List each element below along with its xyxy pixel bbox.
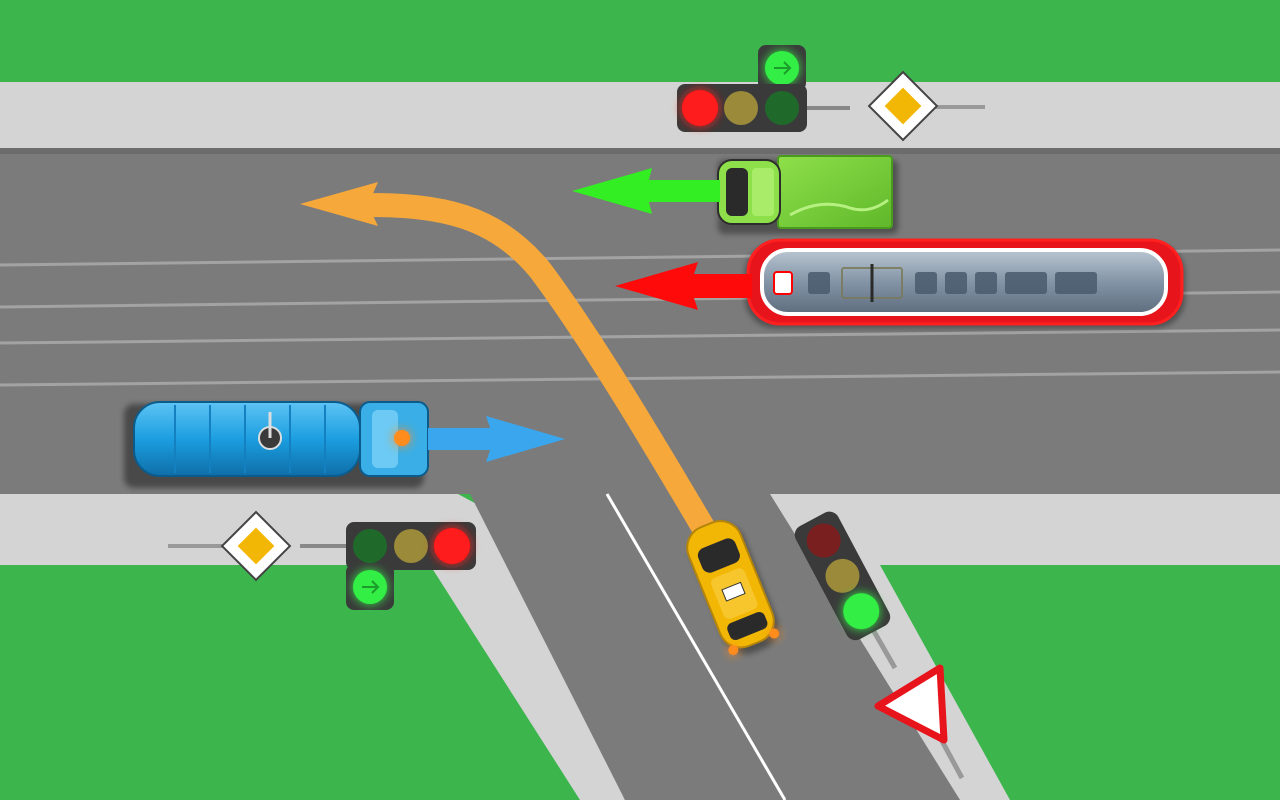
priority-road-sign-left [168, 510, 292, 582]
green-truck [717, 155, 898, 234]
red-signal-icon [434, 528, 470, 564]
priority-road-icon [237, 527, 275, 565]
lane-marking [605, 493, 787, 800]
red-arrow [615, 262, 752, 310]
traffic-light-bottom-right [794, 511, 898, 670]
green-signal-icon [843, 593, 880, 630]
yellow-taxi [686, 520, 780, 656]
priority-road-icon [884, 87, 922, 125]
blue-tanker-truck [124, 401, 429, 488]
blue-arrow [428, 416, 565, 462]
yield-sign [874, 664, 965, 780]
sidewalk-bottom-left [0, 494, 625, 800]
orange-turn-arrow [300, 182, 718, 544]
priority-road-sign-top [867, 70, 985, 142]
traffic-light-bottom-left [300, 522, 476, 610]
green-arrow [572, 168, 720, 214]
red-tram [745, 238, 1185, 328]
traffic-light-top [677, 45, 850, 132]
sidewalk-top [0, 82, 1280, 148]
side-road [470, 494, 960, 800]
red-signal-icon [682, 90, 718, 126]
yield-icon [874, 664, 948, 744]
